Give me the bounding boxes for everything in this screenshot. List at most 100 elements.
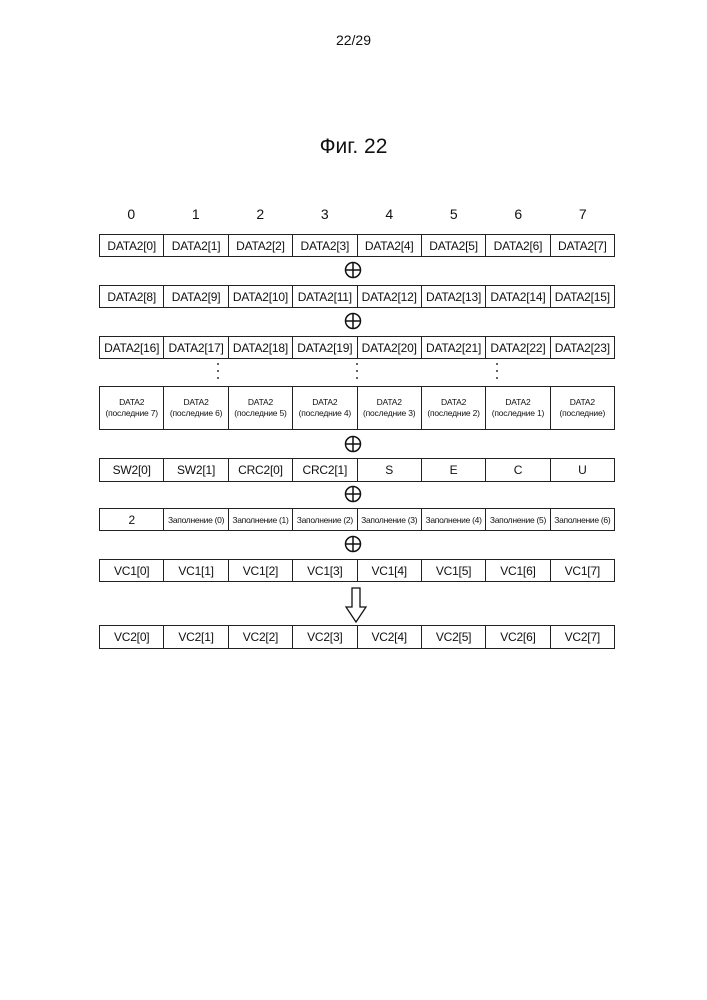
data-cell: DATA2[8] (100, 286, 164, 307)
page-number: 22/29 (0, 32, 707, 48)
column-index-header: 0 1 2 3 4 5 6 7 (99, 206, 615, 226)
data-cell: DATA2[14] (486, 286, 550, 307)
data-cell: DATA2[11] (293, 286, 357, 307)
data-cell: DATA2[1] (164, 235, 228, 256)
cell-sublabel: (последние 1) (492, 408, 544, 419)
cell-sublabel: (последние 6) (170, 408, 222, 419)
xor-icon (344, 261, 362, 279)
vertical-ellipsis-icon (354, 363, 360, 383)
vc2-cell: VC2[2] (229, 626, 293, 648)
xor-icon (344, 535, 362, 553)
data-cell: DATA2[15] (551, 286, 614, 307)
data-cell: DATA2[17] (164, 337, 228, 358)
vc1-cell: VC1[7] (551, 560, 614, 581)
column-index: 1 (164, 206, 229, 226)
header-cell: U (551, 459, 614, 481)
data-cell: DATA2[12] (358, 286, 422, 307)
data-cell: DATA2[22] (486, 337, 550, 358)
data-cell: DATA2(последние 5) (229, 387, 293, 429)
cell-label: DATA2 (377, 397, 402, 408)
column-index: 0 (99, 206, 164, 226)
header-cell: SW2[1] (164, 459, 228, 481)
data-cell: DATA2(последние 4) (293, 387, 357, 429)
cell-label: DATA2 (505, 397, 530, 408)
data-cell: DATA2(последние) (551, 387, 614, 429)
cell-sublabel: (последние 4) (299, 408, 351, 419)
cell-label: DATA2 (441, 397, 466, 408)
data-cell: DATA2[19] (293, 337, 357, 358)
data-cell: DATA2[3] (293, 235, 357, 256)
data-row-0: DATA2[0] DATA2[1] DATA2[2] DATA2[3] DATA… (99, 234, 615, 257)
vc1-cell: VC1[2] (229, 560, 293, 581)
vc1-row: VC1[0] VC1[1] VC1[2] VC1[3] VC1[4] VC1[5… (99, 559, 615, 582)
data-row-2: DATA2[16] DATA2[17] DATA2[18] DATA2[19] … (99, 336, 615, 359)
data-cell: DATA2[4] (358, 235, 422, 256)
padding-cell: Заполнение (5) (486, 509, 550, 530)
data-cell: DATA2[18] (229, 337, 293, 358)
data-cell: DATA2(последние 2) (422, 387, 486, 429)
header-row: SW2[0] SW2[1] CRC2[0] CRC2[1] S E C U (99, 458, 615, 482)
data-cell: DATA2(последние 1) (486, 387, 550, 429)
data-cell: DATA2[0] (100, 235, 164, 256)
padding-cell: 2 (100, 509, 164, 530)
header-cell: E (422, 459, 486, 481)
header-cell: CRC2[0] (229, 459, 293, 481)
cell-sublabel: (последние) (559, 408, 605, 419)
cell-label: DATA2 (570, 397, 595, 408)
vc2-cell: VC2[1] (164, 626, 228, 648)
vc2-cell: VC2[4] (358, 626, 422, 648)
data-cell: DATA2[2] (229, 235, 293, 256)
data-cell: DATA2(последние 6) (164, 387, 228, 429)
xor-icon (344, 435, 362, 453)
data-cell: DATA2[20] (358, 337, 422, 358)
header-cell: SW2[0] (100, 459, 164, 481)
data-cell: DATA2(последние 3) (358, 387, 422, 429)
figure-title: Фиг. 22 (0, 135, 707, 159)
data-cell: DATA2[10] (229, 286, 293, 307)
vertical-ellipsis-icon (494, 363, 500, 383)
vc2-cell: VC2[7] (551, 626, 614, 648)
vc1-cell: VC1[0] (100, 560, 164, 581)
header-cell: C (486, 459, 550, 481)
padding-cell: Заполнение (1) (229, 509, 293, 530)
vc2-row: VC2[0] VC2[1] VC2[2] VC2[3] VC2[4] VC2[5… (99, 625, 615, 649)
cell-label: DATA2 (312, 397, 337, 408)
data-cell: DATA2[21] (422, 337, 486, 358)
vc1-cell: VC1[4] (358, 560, 422, 581)
data-cell: DATA2[6] (486, 235, 550, 256)
padding-cell: Заполнение (4) (422, 509, 486, 530)
cell-sublabel: (последние 5) (234, 408, 286, 419)
padding-row: 2 Заполнение (0) Заполнение (1) Заполнен… (99, 508, 615, 531)
down-arrow-icon (345, 587, 367, 623)
cell-label: DATA2 (119, 397, 144, 408)
column-index: 7 (551, 206, 616, 226)
vc2-cell: VC2[6] (486, 626, 550, 648)
vc1-cell: VC1[3] (293, 560, 357, 581)
padding-cell: Заполнение (3) (358, 509, 422, 530)
vc1-cell: VC1[6] (486, 560, 550, 581)
vertical-ellipsis-icon (215, 363, 221, 383)
data-cell: DATA2[16] (100, 337, 164, 358)
column-index: 2 (228, 206, 293, 226)
last-data-row: DATA2(последние 7) DATA2(последние 6) DA… (99, 386, 615, 430)
cell-sublabel: (последние 7) (106, 408, 158, 419)
header-cell: S (358, 459, 422, 481)
cell-label: DATA2 (248, 397, 273, 408)
vc1-cell: VC1[1] (164, 560, 228, 581)
column-index: 4 (357, 206, 422, 226)
padding-cell: Заполнение (2) (293, 509, 357, 530)
data-cell: DATA2[9] (164, 286, 228, 307)
vc2-cell: VC2[3] (293, 626, 357, 648)
data-cell: DATA2[23] (551, 337, 614, 358)
cell-sublabel: (последние 3) (363, 408, 415, 419)
xor-icon (344, 312, 362, 330)
xor-icon (344, 485, 362, 503)
data-cell: DATA2[5] (422, 235, 486, 256)
vc2-cell: VC2[5] (422, 626, 486, 648)
column-index: 3 (293, 206, 358, 226)
vc2-cell: VC2[0] (100, 626, 164, 648)
vc1-cell: VC1[5] (422, 560, 486, 581)
cell-sublabel: (последние 2) (427, 408, 479, 419)
data-cell: DATA2[7] (551, 235, 614, 256)
cell-label: DATA2 (183, 397, 208, 408)
